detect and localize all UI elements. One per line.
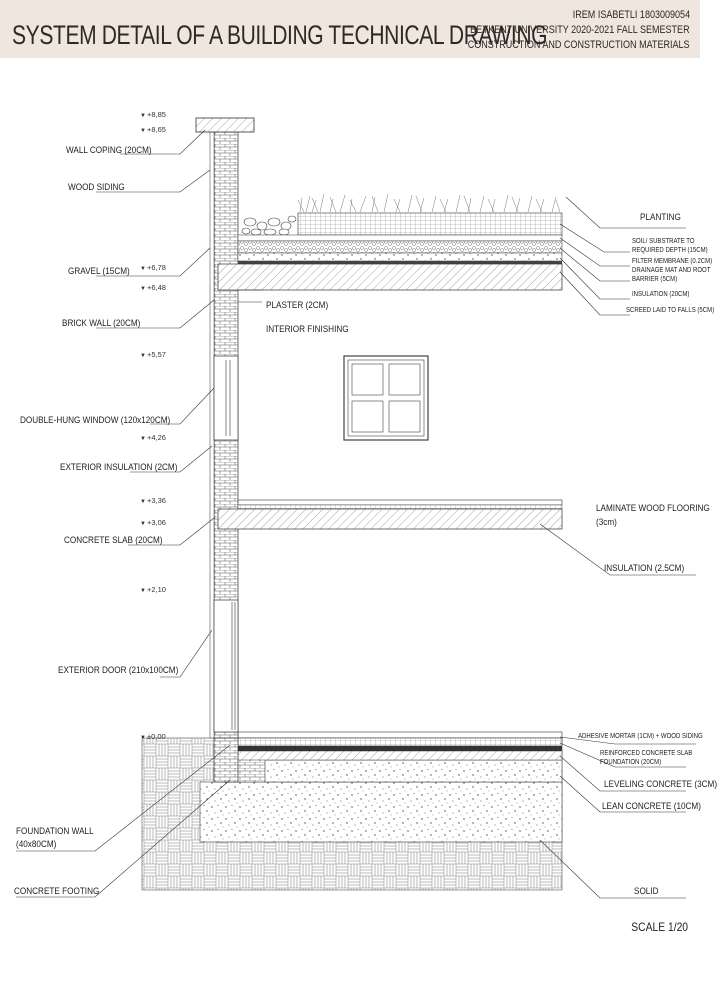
level-marker: ±0,00	[140, 732, 166, 741]
label-planting: PLANTING	[640, 212, 681, 223]
title-banner	[0, 0, 700, 58]
label-soil: SOIL/ SUBSTRATE TO	[632, 238, 695, 245]
label-solid: SOLID	[634, 886, 659, 897]
rc-slab	[237, 737, 563, 747]
label-screed: SCREED LAID TO FALLS (5CM)	[626, 307, 715, 314]
slab-insulation	[237, 750, 563, 761]
label-rc-slab-foundation: FOUNDATION (20CM)	[600, 759, 662, 766]
label-laminate-thickness: (3cm)	[596, 517, 617, 528]
roof-insulation	[237, 252, 563, 262]
author-name: IREM ISABETLI 1803009054	[572, 9, 690, 21]
wood-siding	[209, 131, 215, 739]
level-marker: +6,78	[140, 263, 166, 272]
label-gravel: GRAVEL (15CM)	[68, 266, 130, 277]
level-marker: +4,26	[140, 433, 166, 442]
level-marker: +5,57	[140, 350, 166, 359]
course-line: CONSTRUCTION AND CONSTRUCTION MATERIALS	[468, 39, 690, 51]
label-drainage-mat: DRAINAGE MAT AND ROOT	[632, 267, 711, 274]
label-soil-depth: REQUIRED DEPTH (15CM)	[632, 247, 708, 254]
label-laminate-flooring: LAMINATE WOOD FLOORING	[596, 503, 710, 514]
scale-label: SCALE 1/20	[631, 920, 688, 934]
university-line: BEYKENT UNIVERSITY 2020-2021 FALL SEMEST…	[470, 24, 690, 36]
interior-window	[343, 355, 429, 441]
lean-concrete	[199, 781, 563, 843]
label-rc-slab: REINFORCED CONCRETE SLAB	[600, 750, 693, 757]
level-marker: +6,48	[140, 283, 166, 292]
label-interior-finishing: INTERIOR FINISHING	[266, 324, 349, 335]
level-marker: +2,10	[140, 585, 166, 594]
level-marker: +8,85	[140, 110, 166, 119]
label-foundation-wall: FOUNDATION WALL	[16, 826, 94, 837]
label-roof-insulation: INSULATION (20CM)	[632, 291, 690, 298]
door-in-wall	[213, 599, 239, 733]
drainage-mat	[237, 240, 563, 254]
label-brick-wall: BRICK WALL (20CM)	[62, 318, 141, 329]
gravel	[241, 215, 297, 236]
label-wall-coping: WALL COPING (20CM)	[66, 145, 152, 156]
label-filter-membrane: FILTER MEMBRANE (0.2CM)	[632, 258, 713, 265]
adhesive-mortar	[237, 731, 563, 739]
label-wood-siding: WOOD SIDING	[68, 182, 125, 193]
level-marker: +3,36	[140, 496, 166, 505]
label-leveling-concrete: LEVELING CONCRETE (3CM)	[604, 779, 717, 790]
label-adhesive-mortar: ADHESIVE MORTAR (1CM) + WOOD SIDING	[578, 733, 703, 740]
planting	[297, 193, 561, 213]
roof-soil	[297, 212, 563, 236]
level-marker: +3,06	[140, 518, 166, 527]
label-window: DOUBLE-HUNG WINDOW (120x120CM)	[20, 415, 171, 426]
label-exterior-door: EXTERIOR DOOR (210x100CM)	[58, 665, 179, 676]
label-lean-concrete: LEAN CONCRETE (10CM)	[602, 801, 701, 812]
label-plaster: PLASTER (2CM)	[266, 300, 329, 311]
drawing-title: SYSTEM DETAIL OF A BUILDING TECHNICAL DR…	[12, 20, 548, 50]
label-concrete-slab: CONCRETE SLAB (20CM)	[64, 535, 163, 546]
concrete-slab	[217, 508, 563, 530]
label-root-barrier: BARRIER (5CM)	[632, 276, 678, 283]
laminate-flooring	[237, 499, 563, 506]
label-foundation-wall-size: (40x80CM)	[16, 839, 57, 850]
leveling-concrete	[264, 759, 563, 783]
label-exterior-insulation: EXTERIOR INSULATION (2CM)	[60, 462, 178, 473]
slab-membrane	[238, 746, 562, 751]
label-floor-insulation: INSULATION (2.5CM)	[604, 563, 685, 574]
wall-coping	[195, 117, 255, 133]
filter-membrane	[237, 234, 563, 242]
leader-lines	[16, 129, 696, 899]
section-drawing	[16, 117, 696, 899]
level-marker: +8,65	[140, 125, 166, 134]
label-concrete-footing: CONCRETE FOOTING	[14, 886, 100, 897]
roof-slab	[217, 263, 563, 291]
